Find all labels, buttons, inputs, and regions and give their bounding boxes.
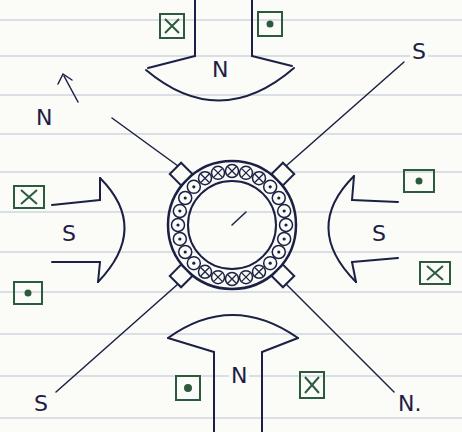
armature-inner — [188, 181, 276, 269]
pole-label: S — [370, 222, 388, 246]
axis-label: S — [32, 392, 50, 416]
armature-conductor — [272, 192, 285, 205]
armature-conductor — [278, 232, 291, 245]
armature-conductor — [199, 172, 212, 185]
field-coil-symbols — [14, 12, 450, 400]
armature-conductor — [187, 257, 200, 270]
axis-label: S — [410, 40, 428, 64]
pole-pieces — [52, 0, 398, 432]
axis-label: N — [34, 106, 54, 130]
brush — [272, 163, 295, 186]
pole-label: N — [210, 58, 230, 82]
armature-conductor — [272, 246, 285, 259]
armature-conductor — [253, 172, 266, 185]
armature-conductor — [173, 232, 186, 245]
armature-conductor — [173, 205, 186, 218]
armature-conductor — [179, 246, 192, 259]
armature-conductor — [226, 165, 239, 178]
armature-conductor — [264, 180, 277, 193]
brush — [170, 265, 193, 288]
armature-conductor — [226, 273, 239, 286]
armature-conductor — [199, 265, 212, 278]
armature-conductor — [239, 166, 252, 179]
armature-conductor — [278, 205, 291, 218]
brush — [272, 265, 295, 288]
axis-label: N. — [396, 392, 423, 416]
axis-lines — [56, 62, 404, 392]
armature-conductor — [172, 219, 185, 232]
armature-conductor — [280, 219, 293, 232]
armature-conductor — [253, 265, 266, 278]
notebook-lines — [0, 20, 462, 418]
armature-conductor — [212, 166, 225, 179]
armature-conductor — [239, 271, 252, 284]
armature-conductor — [264, 257, 277, 270]
armature-conductor — [187, 180, 200, 193]
armature-conductor — [212, 271, 225, 284]
brush — [170, 163, 193, 186]
armature — [168, 161, 296, 289]
pole-label: N — [229, 364, 249, 388]
pole-label: S — [60, 222, 78, 246]
armature-outer — [168, 161, 296, 289]
armature-conductor — [179, 192, 192, 205]
